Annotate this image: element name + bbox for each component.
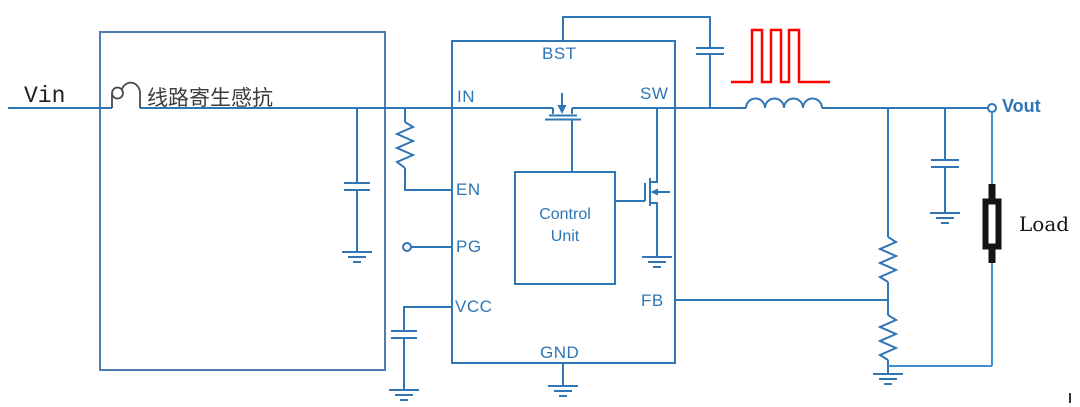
control-unit-label: Control Unit [515, 204, 615, 248]
input-capacitor-icon [344, 108, 370, 252]
load-resistor-icon [982, 184, 1002, 263]
low-side-mosfet-icon [615, 108, 670, 257]
gnd-ground-icon [548, 385, 578, 397]
high-side-mosfet-icon [545, 93, 581, 172]
bst-capacitor-icon [562, 16, 724, 108]
output-capacitor-icon [931, 108, 959, 213]
en-resistor-icon [394, 108, 452, 191]
control-unit-line2: Unit [550, 228, 580, 245]
output-capacitor-ground-icon [930, 212, 960, 224]
parasitic-inductor-icon [111, 81, 141, 108]
feedback-ground-icon [873, 366, 903, 385]
vcc-ground-icon [389, 389, 419, 401]
feedback-resistor-top-icon [877, 108, 899, 315]
vcc-capacitor-icon [391, 306, 452, 390]
control-unit-line1: Control [539, 206, 591, 223]
input-capacitor-ground-icon [342, 251, 372, 263]
parasitic-section-box [99, 31, 386, 371]
vout-terminal-icon [987, 103, 997, 113]
low-side-ground-icon [642, 256, 672, 268]
load-branch-wire [888, 112, 993, 367]
control-unit-box [514, 171, 616, 285]
feedback-resistor-bottom-icon [877, 314, 899, 366]
output-inductor-icon [745, 97, 823, 109]
pwm-waveform-icon [731, 28, 830, 84]
pg-terminal-icon [402, 242, 452, 252]
